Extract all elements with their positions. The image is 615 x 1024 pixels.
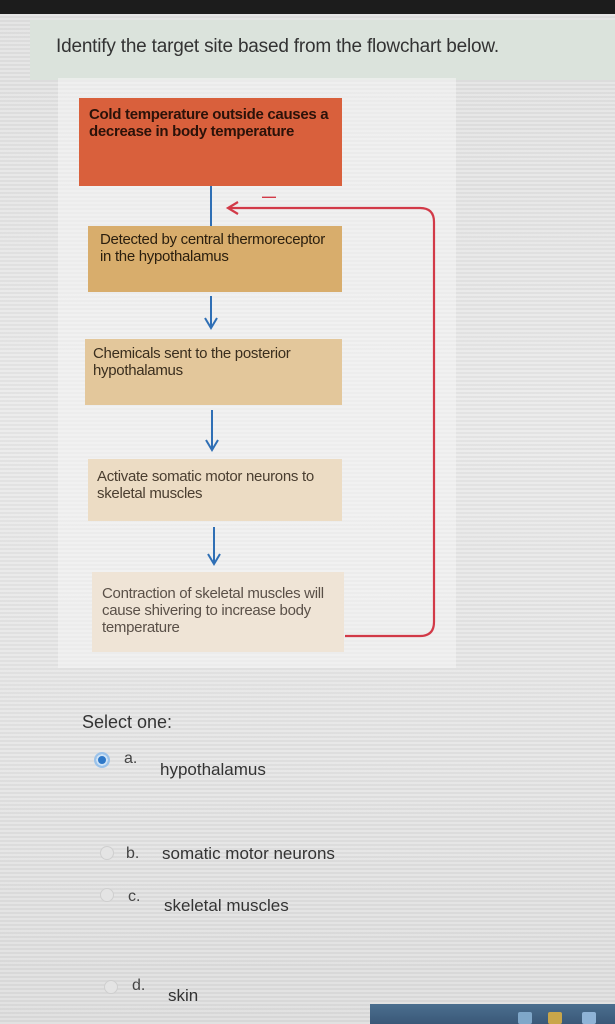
taskbar-folder-icon[interactable]: [548, 1012, 562, 1024]
option-text: skin: [168, 986, 199, 1005]
option-letter: d.: [132, 977, 146, 994]
flowchart-box-activation: Activate somatic motor neurons to skelet…: [88, 459, 342, 521]
option-text: somatic motor neurons: [162, 844, 335, 863]
flowchart-box-stimulus: Cold temperature outside causes a decrea…: [79, 98, 342, 186]
flowchart-box-detection: Detected by central thermoreceptor in th…: [88, 226, 342, 292]
taskbar-app-icon[interactable]: [518, 1012, 532, 1024]
monitor-bezel: [0, 0, 615, 14]
option-text: skeletal muscles: [164, 896, 289, 915]
radio-c[interactable]: [100, 888, 114, 902]
flowchart-box-signal: Chemicals sent to the posterior hypothal…: [85, 339, 342, 405]
option-text: hypothalamus: [160, 760, 266, 779]
flowchart-box-response: Contraction of skeletal muscles will cau…: [92, 572, 344, 652]
option-letter: c.: [128, 888, 141, 905]
taskbar: [370, 1004, 615, 1024]
radio-b[interactable]: [100, 846, 114, 860]
taskbar-window-icon[interactable]: [582, 1012, 596, 1024]
select-one-label: Select one:: [82, 712, 173, 732]
option-letter: a.: [124, 750, 138, 767]
question-panel: [30, 20, 615, 80]
question-text: Identify the target site based from the …: [56, 36, 499, 57]
option-letter: b.: [126, 845, 140, 862]
radio-d[interactable]: [104, 980, 118, 994]
radio-a[interactable]: [94, 752, 110, 768]
